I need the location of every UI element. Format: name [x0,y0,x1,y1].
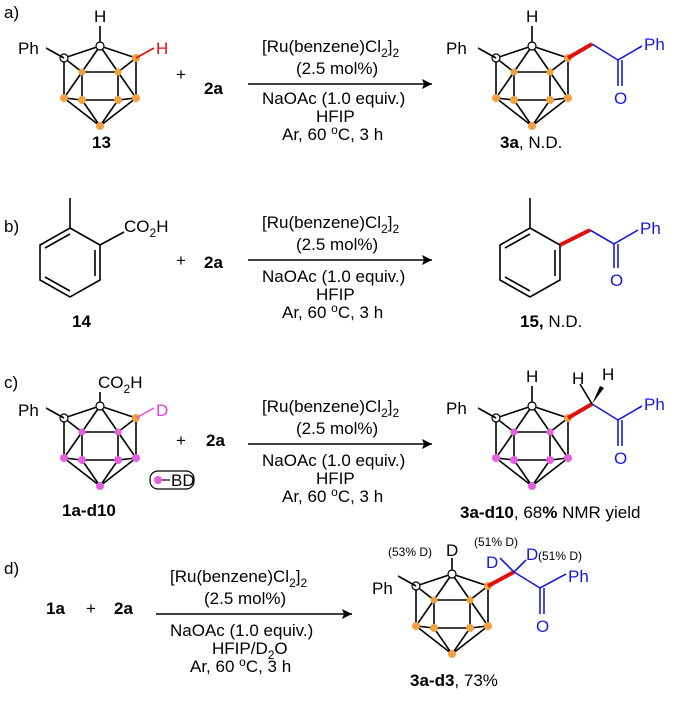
cage-vertex [59,53,69,63]
reactant-h-red: H [156,39,168,58]
cage-vertex [78,96,86,104]
product-ph2: Ph [644,35,665,54]
d-right-pct: (51% D) [538,549,582,563]
new-bond-red [566,402,594,420]
product-o: O [536,617,549,636]
product-ph: Ph [372,579,393,598]
acid-group: CO2H [124,217,168,240]
product-3a-cage [491,26,572,130]
base: NaOAc (1.0 equiv.) [262,267,405,286]
cage-vertex [96,122,104,130]
product-name: 3a, N.D. [500,133,562,152]
product-o: O [614,449,627,468]
d-right: D [526,545,538,564]
product-name: 3a-d3, 73% [410,671,498,690]
catalyst: [Ru(benzene)Cl2]2 [262,37,399,60]
panel-a: a) Ph H H 13 + 2a [Ru(benzene)Cl2]2 (2.5… [4,3,665,152]
acid-group: CO2H [98,373,142,396]
product-h1: H [526,367,538,386]
loading: (2.5 mol%) [296,59,378,78]
reactant-13-cage [59,26,140,130]
new-bond-red [487,570,515,588]
plus-sign: + [176,431,186,450]
new-bond-red [566,42,594,60]
bd-legend [149,470,195,490]
reactant-ph: Ph [18,39,39,58]
conditions: Ar, 60 oC, 3 h [282,301,383,322]
plus-sign: + [176,65,186,84]
product-ph: Ph [446,39,467,58]
reactant-14-ring [39,198,125,298]
solvent: HFIP/D2O [212,639,288,662]
reagent-2a: 2a [114,599,133,618]
reagent-2a: 2a [204,253,223,272]
product-name: 15, N.D. [520,312,582,331]
panel-a-label: a) [4,3,19,22]
reactant-name: 1a-d10 [62,501,116,520]
base: NaOAc (1.0 equiv.) [262,451,405,470]
product-3a-d3-cage [411,558,492,658]
reactant-1a-d10-cage [59,392,140,490]
catalyst: [Ru(benzene)Cl2]2 [170,567,307,590]
base: NaOAc (1.0 equiv.) [262,89,405,108]
solvent: HFIP [316,469,355,488]
product-15-ring [499,198,561,298]
reagent-2a: 2a [204,79,223,98]
product-ph: Ph [640,219,661,238]
product-ph2: Ph [568,567,589,586]
product-h: H [526,7,538,26]
product-h2: H [572,369,584,388]
d-left: D [486,553,498,572]
d-mid-pct: (51% D) [474,535,518,549]
solvent: HFIP [316,285,355,304]
cage-vertex [114,68,122,76]
panel-b-label: b) [4,217,19,236]
product-name: 3a-d10, 68% NMR yield [460,503,640,522]
conditions: Ar, 60 oC, 3 h [282,123,383,144]
reagent-2a: 2a [206,431,225,450]
loading: (2.5 mol%) [296,235,378,254]
reactant-h-top: H [94,7,106,26]
reactant-d: D [156,401,168,420]
catalyst: [Ru(benzene)Cl2]2 [262,213,399,236]
d-top: D [446,541,458,560]
loading: (2.5 mol%) [204,589,286,608]
panel-c-label: c) [4,373,18,392]
product-o: O [610,271,623,290]
plus-sign: + [176,251,186,270]
reactant-name: 14 [72,312,91,331]
product-o: O [614,89,627,108]
loading: (2.5 mol%) [296,419,378,438]
product-ph: Ph [446,399,467,418]
catalyst: [Ru(benzene)Cl2]2 [262,397,399,420]
solvent: HFIP [316,107,355,126]
product-ph2: Ph [644,395,665,414]
d-top-pct: (53% D) [388,545,432,559]
conditions: Ar, 60 oC, 3 h [190,655,291,676]
cage-vertex [60,94,68,102]
cage-vertex [95,41,105,51]
reactant-1a: 1a [46,599,65,618]
product-3a-d10-cage [491,386,572,490]
cage-vertex [78,68,86,76]
new-bond-red [559,228,591,247]
base: NaOAc (1.0 equiv.) [170,621,313,640]
product-h3: H [602,365,614,384]
plus-sign: + [86,599,96,618]
panel-d: d) 1a + 2a [Ru(benzene)Cl2]2 (2.5 mol%) … [4,535,589,690]
cage-vertex [114,96,122,104]
panel-d-label: d) [4,559,19,578]
bd-legend-label: BD [171,471,195,490]
conditions: Ar, 60 oC, 3 h [282,485,383,506]
cage-vertex [132,94,140,102]
panel-b: b) CO2H 14 + 2a [Ru(benzene)Cl2]2 (2.5 m… [4,198,661,331]
reactant-ph: Ph [18,401,39,420]
reactant-name: 13 [92,133,111,152]
panel-c: c) CO2H Ph D BD 1a-d10 + 2a [Ru(benzene)… [4,365,665,522]
